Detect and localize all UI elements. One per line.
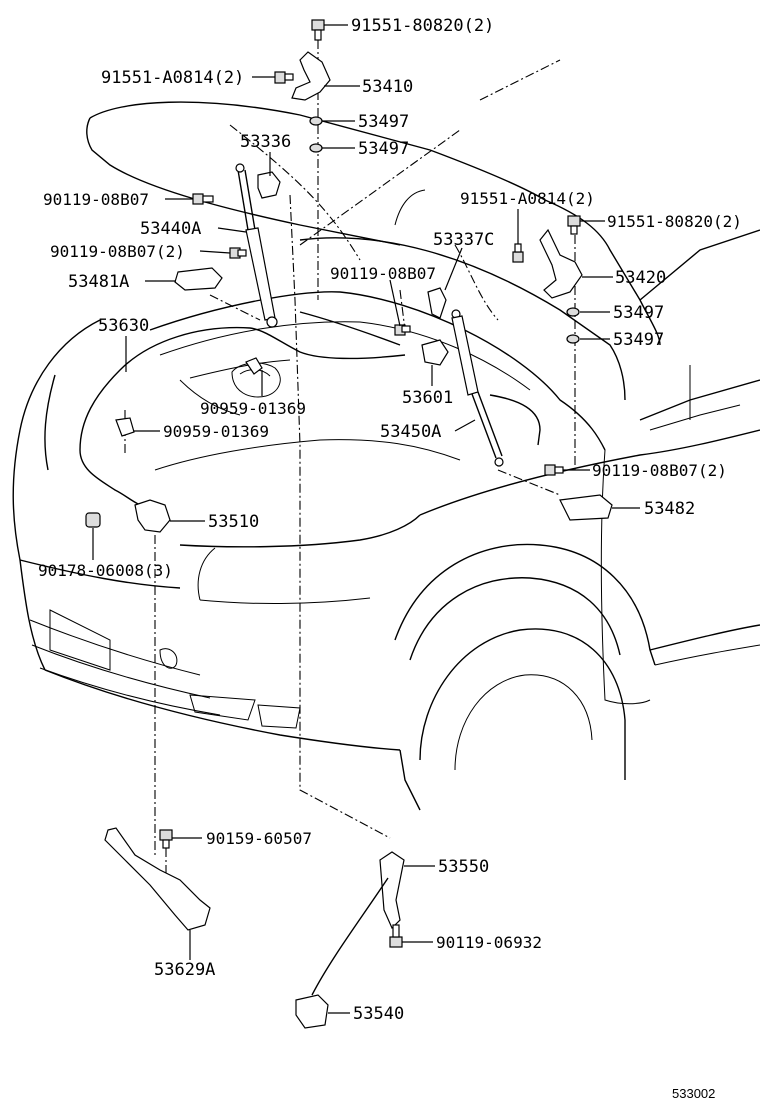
part-number-label[interactable]: 90119-06932	[436, 933, 542, 952]
bolt-icon	[512, 243, 524, 263]
part-number-label[interactable]: 90119-08B07	[330, 264, 436, 283]
bracket-53337c	[427, 287, 447, 319]
part-number-label[interactable]: 53550	[438, 857, 489, 877]
bolt-icon	[159, 829, 173, 849]
bracket-53482	[559, 494, 613, 521]
clip-icon	[245, 357, 263, 375]
part-number-label[interactable]: 53336	[240, 132, 291, 152]
bolt-icon	[311, 19, 325, 41]
part-number-label[interactable]: 90959-01369	[200, 399, 306, 418]
bolt-icon	[389, 924, 403, 948]
part-number-label[interactable]: 53540	[353, 1004, 404, 1024]
part-number-label[interactable]: 91551-A0814(2)	[101, 68, 244, 88]
hood-hinge-53420	[539, 228, 583, 299]
part-number-label[interactable]: 90119-08B07	[43, 190, 149, 209]
hood-support-53450a	[451, 309, 504, 467]
part-labels: 91551-80820(2) 91551-A0814(2) 53410 5349…	[38, 16, 742, 1024]
clip-icon	[115, 417, 135, 437]
bolt-icon	[567, 215, 581, 235]
part-number-label[interactable]: 90959-01369	[163, 422, 269, 441]
grommet-icon	[85, 512, 101, 528]
part-number-label[interactable]: 53410	[362, 77, 413, 97]
hood-release-cable	[79, 311, 541, 506]
part-number-label[interactable]: 53337C	[433, 230, 494, 250]
washer-icon	[309, 116, 323, 126]
hood-support-53440a	[235, 163, 278, 328]
bracket-53629a	[104, 827, 211, 931]
assembly-lines	[124, 40, 576, 935]
bolt-icon	[394, 324, 411, 336]
part-number-label[interactable]: 53497	[613, 303, 664, 323]
part-number-label[interactable]: 53482	[644, 499, 695, 519]
part-number-label[interactable]: 53601	[402, 388, 453, 408]
part-number-label[interactable]: 90119-08B07(2)	[592, 461, 727, 480]
diagram-code: 533002	[672, 1086, 715, 1101]
part-number-label[interactable]: 53630	[98, 316, 149, 336]
parts	[85, 19, 613, 1029]
lever-53550	[379, 851, 405, 930]
hood-lock-53510	[134, 499, 171, 533]
part-number-label[interactable]: 91551-80820(2)	[607, 212, 742, 231]
part-number-label[interactable]: 91551-A0814(2)	[460, 189, 595, 208]
part-number-label[interactable]: 53497	[358, 139, 409, 159]
bolt-icon	[192, 193, 214, 205]
bracket-53481a	[174, 267, 223, 291]
part-number-label[interactable]: 53420	[615, 268, 666, 288]
hood-hinge-53410	[291, 51, 331, 101]
part-number-label[interactable]: 53440A	[140, 219, 201, 239]
bracket-53336	[257, 171, 281, 199]
part-number-label[interactable]: 90119-08B07(2)	[50, 242, 185, 261]
part-number-label[interactable]: 90159-60507	[206, 829, 312, 848]
part-number-label[interactable]: 53629A	[154, 960, 215, 980]
latch-53601	[421, 339, 449, 366]
vehicle-outline	[12, 101, 760, 811]
washer-icon	[566, 307, 580, 317]
bolt-icon	[274, 71, 294, 84]
part-number-label[interactable]: 53497	[358, 112, 409, 132]
bolt-icon	[544, 464, 564, 476]
leader-lines	[92, 24, 640, 1014]
bolt-icon	[229, 247, 247, 259]
part-number-label[interactable]: 53497	[613, 330, 664, 350]
washer-icon	[309, 143, 323, 153]
handle-53540	[295, 994, 329, 1029]
part-number-label[interactable]: 90178-06008(3)	[38, 561, 173, 580]
part-number-label[interactable]: 53510	[208, 512, 259, 532]
washer-icon	[566, 334, 580, 344]
part-number-label[interactable]: 53481A	[68, 272, 129, 292]
part-number-label[interactable]: 91551-80820(2)	[351, 16, 494, 36]
part-number-label[interactable]: 53450A	[380, 422, 441, 442]
